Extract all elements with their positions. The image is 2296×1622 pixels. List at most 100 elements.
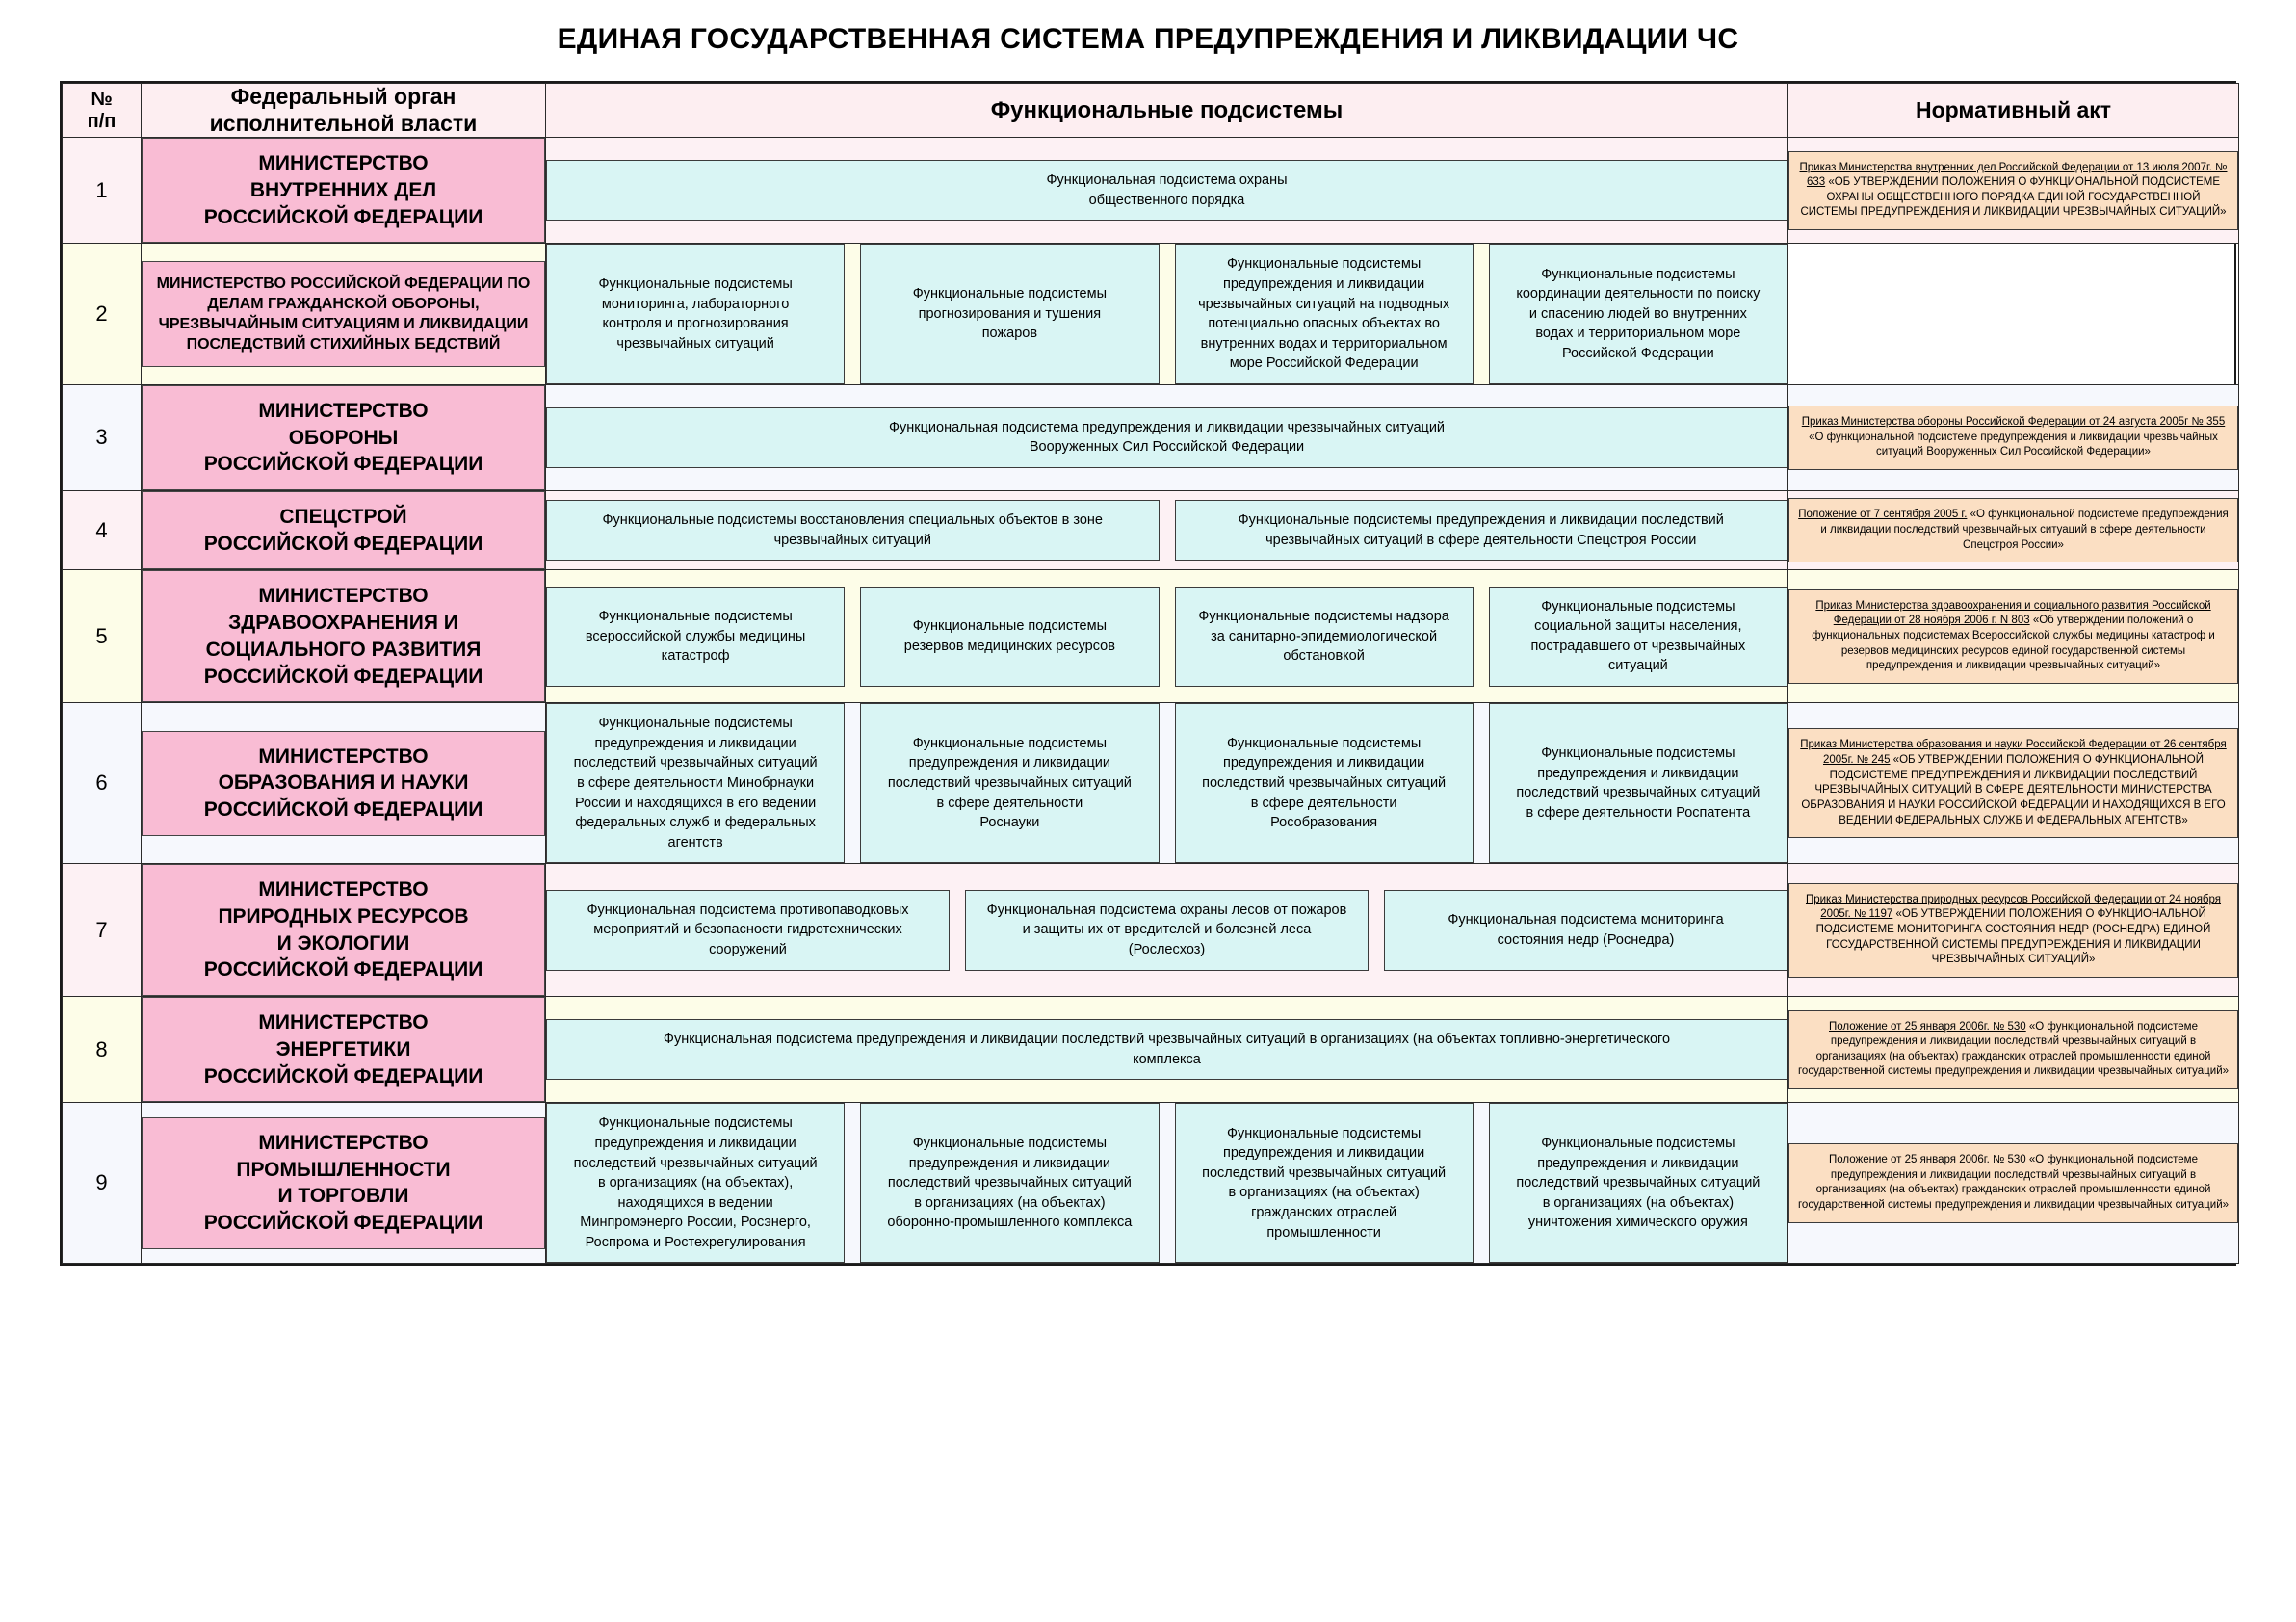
normative-act-box[interactable]: Приказ Министерства здравоохранения и со…: [1788, 589, 2238, 684]
subsystems-cell: Функциональная подсистема противопаводко…: [545, 863, 1788, 998]
row-number: 3: [62, 383, 142, 491]
subsystem-list: Функциональная подсистема предупреждения…: [546, 406, 1787, 468]
normative-act-box[interactable]: Приказ Министерства обороны Российской Ф…: [1788, 405, 2238, 470]
normative-act-title: «О функциональной подсистеме предупрежде…: [1797, 1020, 2230, 1078]
normative-act-title: «Об утверждении положений о функциональн…: [1812, 615, 2215, 672]
row-number: 1: [62, 137, 142, 245]
row-number: 6: [62, 702, 142, 865]
page-title: ЕДИНАЯ ГОСУДАРСТВЕННАЯ СИСТЕМА ПРЕДУПРЕЖ…: [557, 23, 1739, 55]
subsystems-cell: Функциональная подсистема предупреждения…: [545, 996, 1788, 1104]
subsystem-list: Функциональные подсистемы восстановления…: [546, 500, 1787, 562]
organ-cell: МИНИСТЕРСТВО РОССИЙСКОЙ ФЕДЕРАЦИИ ПО ДЕЛ…: [141, 243, 546, 385]
normative-act-box[interactable]: Приказ Министерства внутренних дел Росси…: [1788, 150, 2238, 231]
normative-act-cell: Приказ Министерства обороны Российской Ф…: [1787, 383, 2239, 491]
normative-act-reference: Приказ Министерства здравоохранения и со…: [1815, 599, 2211, 627]
normative-act-reference: Положение от 25 января 2006г. № 530: [1829, 1154, 2026, 1166]
normative-act-cell: Приказ Министерства внутренних дел Росси…: [1787, 137, 2239, 245]
subsystems-cell: Функциональная подсистема предупреждения…: [545, 383, 1788, 491]
column-header-subsystems: Функциональные подсистемы: [545, 82, 1788, 139]
federal-organ-box[interactable]: МИНИСТЕРСТВО РОССИЙСКОЙ ФЕДЕРАЦИИ ПО ДЕЛ…: [142, 260, 545, 368]
normative-act-box[interactable]: Приказ Министерства природных ресурсов Р…: [1788, 882, 2238, 978]
row-number: 4: [62, 489, 142, 571]
normative-act-reference: Приказ Министерства природных ресурсов Р…: [1805, 893, 2222, 921]
normative-act-reference: Положение от 7 сентября 2005 г.: [1798, 509, 1968, 521]
normative-act-box[interactable]: Положение от 25 января 2006г. № 530 «О ф…: [1788, 1143, 2238, 1223]
subsystem-label: Функциональная подсистема предупреждения…: [888, 419, 1446, 456]
subsystem-label: Функциональные подсистемы восстановления…: [602, 512, 1103, 548]
row-number: 2: [62, 243, 142, 385]
subsystem-box[interactable]: Функциональная подсистема предупреждения…: [546, 406, 1787, 468]
normative-act-box[interactable]: Приказ Министерства образования и науки …: [1788, 728, 2238, 839]
subsystem-label: Функциональная подсистема противопаводко…: [587, 902, 909, 958]
normative-act-title: «О функциональной подсистеме предупрежде…: [1820, 509, 2229, 551]
subsystem-list: Функциональная подсистема противопаводко…: [546, 889, 1787, 971]
normative-act-cell: Приказ Министерства природных ресурсов Р…: [1787, 863, 2239, 998]
normative-act-box[interactable]: Положение от 7 сентября 2005 г. «О функц…: [1788, 498, 2238, 563]
normative-act-cell: Положение от 7 сентября 2005 г. «О функц…: [1787, 489, 2239, 571]
subsystem-box[interactable]: Функциональные подсистемы восстановления…: [546, 500, 1160, 562]
normative-act-reference: Приказ Министерства внутренних дел Росси…: [1799, 161, 2228, 189]
row-number: 5: [62, 569, 142, 704]
normative-act-box[interactable]: Положение от 25 января 2006г. № 530 «О ф…: [1788, 1009, 2238, 1090]
normative-act-reference: Приказ Министерства обороны Российской Ф…: [1801, 415, 2226, 428]
subsystem-box[interactable]: Функциональная подсистема противопаводко…: [546, 889, 950, 971]
subsystem-box[interactable]: Функциональная подсистема охраны лесов о…: [965, 889, 1369, 971]
subsystem-box[interactable]: Функциональная подсистема предупреждения…: [546, 1019, 1787, 1081]
normative-act-title: «О функциональной подсистеме предупрежде…: [1809, 431, 2218, 458]
subsystem-box[interactable]: Функциональные подсистемы предупреждения…: [1174, 500, 1787, 562]
normative-act-title: «ОБ УТВЕРЖДЕНИИ ПОЛОЖЕНИЯ О ФУНКЦИОНАЛЬН…: [1801, 754, 2226, 826]
normative-act-reference: Положение от 25 января 2006г. № 530: [1829, 1020, 2026, 1033]
